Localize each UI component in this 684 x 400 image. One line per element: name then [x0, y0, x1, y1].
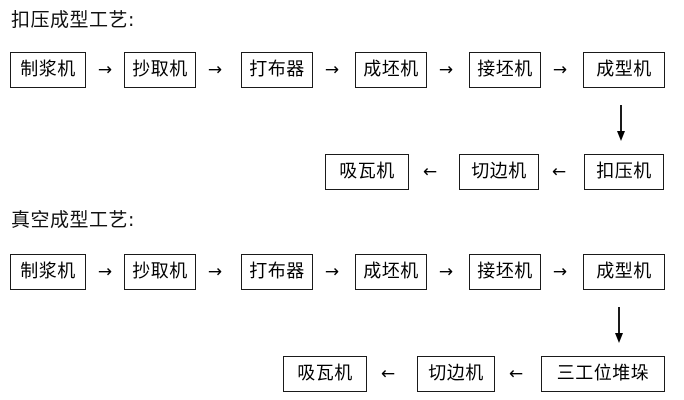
arrow-left-zhenkong-2: ← — [508, 363, 524, 384]
arrow-right-kouya-2: → — [207, 59, 223, 80]
arrow-right-kouya-4: → — [438, 59, 454, 80]
node-kouya-qiebianji[interactable]: 切边机 — [459, 154, 539, 190]
node-kouya-dabuqi[interactable]: 打布器 — [241, 52, 313, 88]
node-kouya-chengpeiji[interactable]: 成坯机 — [355, 52, 427, 88]
node-kouya-chaoquji[interactable]: 抄取机 — [124, 52, 196, 88]
node-kouya-chengxingji[interactable]: 成型机 — [583, 52, 665, 88]
arrow-left-kouya-1: ← — [422, 161, 438, 182]
arrow-right-zhenkong-3: → — [324, 261, 340, 282]
arrow-down-icon-kouya — [608, 104, 634, 142]
arrow-down-icon-zhenkong — [606, 306, 632, 344]
node-zhenkong-chengpeiji[interactable]: 成坯机 — [355, 254, 427, 290]
arrow-right-zhenkong-5: → — [552, 261, 568, 282]
arrow-right-kouya-5: → — [552, 59, 568, 80]
node-zhenkong-xiwaji[interactable]: 吸瓦机 — [283, 356, 367, 392]
node-zhenkong-qiebianji[interactable]: 切边机 — [417, 356, 495, 392]
node-zhenkong-dabuqi[interactable]: 打布器 — [241, 254, 313, 290]
arrow-right-zhenkong-2: → — [207, 261, 223, 282]
node-zhenkong-zhijiangji[interactable]: 制浆机 — [10, 254, 86, 290]
arrow-left-kouya-2: ← — [551, 161, 567, 182]
node-kouya-kouyaji[interactable]: 扣压机 — [584, 154, 664, 190]
arrow-right-zhenkong-4: → — [438, 261, 454, 282]
node-zhenkong-jiepeiji[interactable]: 接坯机 — [469, 254, 541, 290]
arrow-right-kouya-1: → — [97, 59, 113, 80]
arrow-left-zhenkong-1: ← — [380, 363, 396, 384]
section-title-kouya: 扣压成型工艺: — [11, 9, 135, 31]
node-zhenkong-chengxingji[interactable]: 成型机 — [583, 254, 665, 290]
node-kouya-xiwaji[interactable]: 吸瓦机 — [325, 154, 409, 190]
node-zhenkong-chaoquji[interactable]: 抄取机 — [124, 254, 196, 290]
node-zhenkong-sangongweiduidui[interactable]: 三工位堆垛 — [541, 356, 665, 392]
node-kouya-jiepeiji[interactable]: 接坯机 — [469, 52, 541, 88]
section-title-zhenkong: 真空成型工艺: — [11, 209, 135, 231]
node-kouya-zhijiangji[interactable]: 制浆机 — [10, 52, 86, 88]
arrow-right-kouya-3: → — [324, 59, 340, 80]
arrow-right-zhenkong-1: → — [97, 261, 113, 282]
